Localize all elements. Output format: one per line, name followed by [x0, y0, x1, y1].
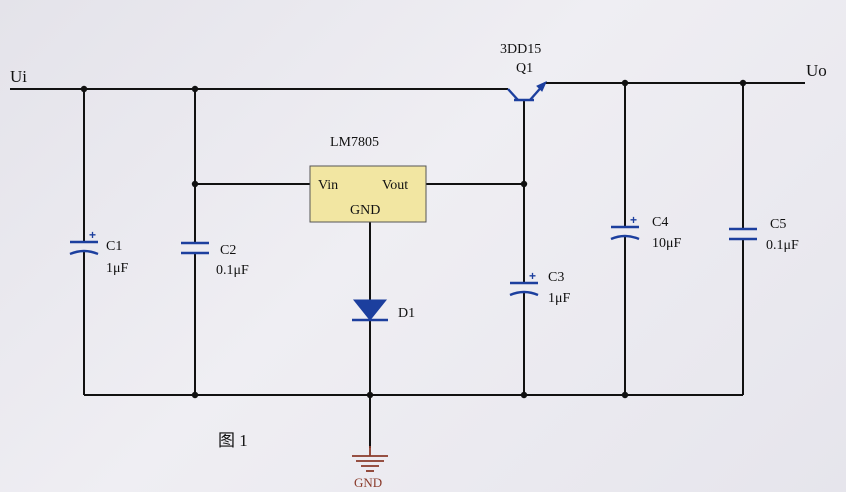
c4-plus-icon: +	[630, 213, 637, 227]
regulator-vout-pin: Vout	[382, 178, 408, 193]
figure-caption: 图 1	[218, 431, 248, 450]
c2-ref: C2	[220, 243, 236, 258]
emitter-arrow-icon	[536, 81, 547, 92]
transistor-q1: 3DD15 Q1	[500, 42, 547, 102]
c1-plus-icon: +	[89, 228, 96, 242]
c3-plus-icon: +	[529, 269, 536, 283]
c3-value: 1μF	[548, 291, 571, 306]
c4-value: 10μF	[652, 236, 682, 251]
capacitor-c3: + C3 1μF	[509, 269, 571, 306]
c4-ref: C4	[652, 215, 668, 230]
regulator-lm7805: LM7805 Vin Vout GND	[309, 135, 427, 223]
ground-symbol: GND	[352, 446, 388, 490]
capacitor-c1: + C1 1μF	[69, 228, 129, 276]
regulator-body	[309, 165, 427, 223]
transistor-part-label: 3DD15	[500, 42, 541, 57]
regulator-part-label: LM7805	[330, 135, 379, 150]
c5-value: 0.1μF	[766, 238, 799, 253]
c2-value: 0.1μF	[216, 263, 249, 278]
ground-label: GND	[354, 475, 382, 490]
c5-ref: C5	[770, 217, 786, 232]
c1-value: 1μF	[106, 261, 129, 276]
capacitor-c4: + C4 10μF	[610, 213, 682, 251]
diode-triangle-icon	[352, 299, 388, 321]
wires	[10, 82, 805, 448]
regulator-vin-pin: Vin	[318, 178, 338, 193]
capacitor-c5: C5 0.1μF	[729, 217, 799, 253]
junction-dots	[80, 79, 747, 399]
c3-ref: C3	[548, 270, 564, 285]
input-terminal-label: Ui	[10, 67, 27, 86]
diode-ref: D1	[398, 306, 415, 321]
transistor-ref-label: Q1	[516, 61, 533, 76]
regulator-gnd-pin: GND	[350, 203, 380, 218]
diode-d1: D1	[352, 299, 415, 322]
capacitor-c2: C2 0.1μF	[181, 241, 249, 278]
output-terminal-label: Uo	[806, 61, 827, 80]
c1-ref: C1	[106, 239, 122, 254]
